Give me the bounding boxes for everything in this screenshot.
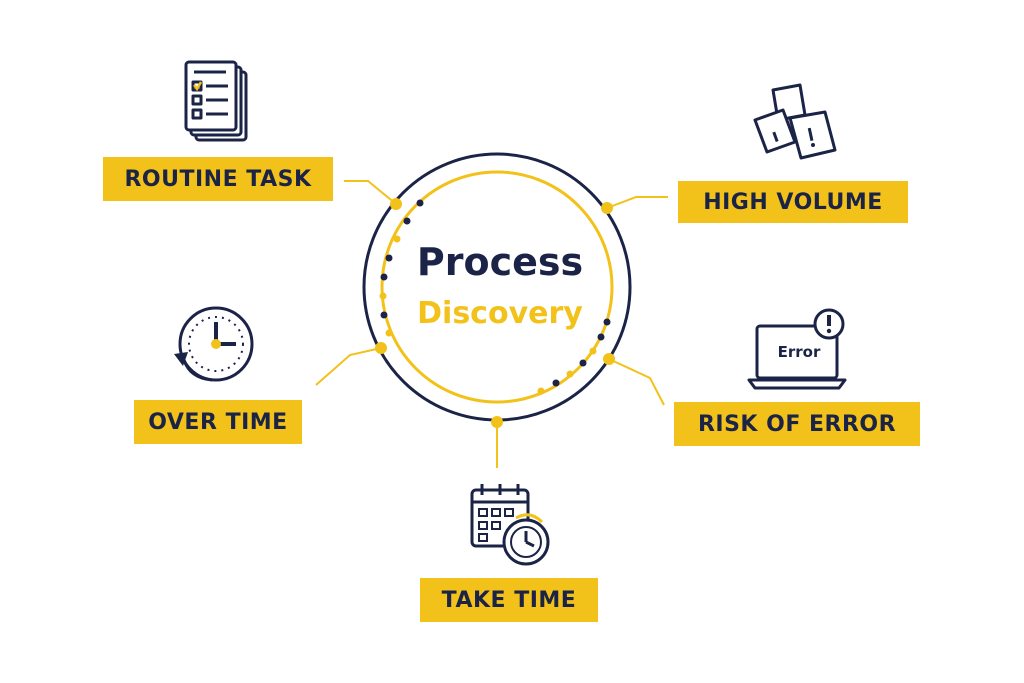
laptop-error-icon [747,308,847,390]
label-high-volume: HIGH VOLUME [678,181,908,223]
label-over-time: OVER TIME [134,400,302,444]
error-screen-text: Error [777,343,821,361]
dotted-arc-right [537,318,611,395]
connector-routine-task [344,180,397,205]
node-dot-risk-of-error [603,353,615,365]
node-dot-take-time [491,416,503,428]
label-risk-of-error: RISK OF ERROR [674,402,920,446]
label-routine-task: ROUTINE TASK [103,157,333,201]
node-dot-routine-task [390,198,402,210]
label-take-time: TAKE TIME [420,578,598,622]
node-dot-high-volume [601,202,613,214]
center-title-line2: Discovery [417,296,583,331]
calendar-clock-icon [470,484,550,566]
center-title-line1: Process [416,240,584,284]
scattered-papers-icon [753,83,837,160]
outer-circle [362,152,632,422]
node-dot-over-time [375,342,387,354]
connector-high-volume [606,196,668,209]
inner-circle [380,170,614,404]
clock-rewind-icon [174,306,254,382]
dotted-arc-left [379,199,424,337]
checklist-documents-icon [184,60,248,142]
connector-risk-of-error [608,358,665,406]
connector-over-time [315,347,382,386]
